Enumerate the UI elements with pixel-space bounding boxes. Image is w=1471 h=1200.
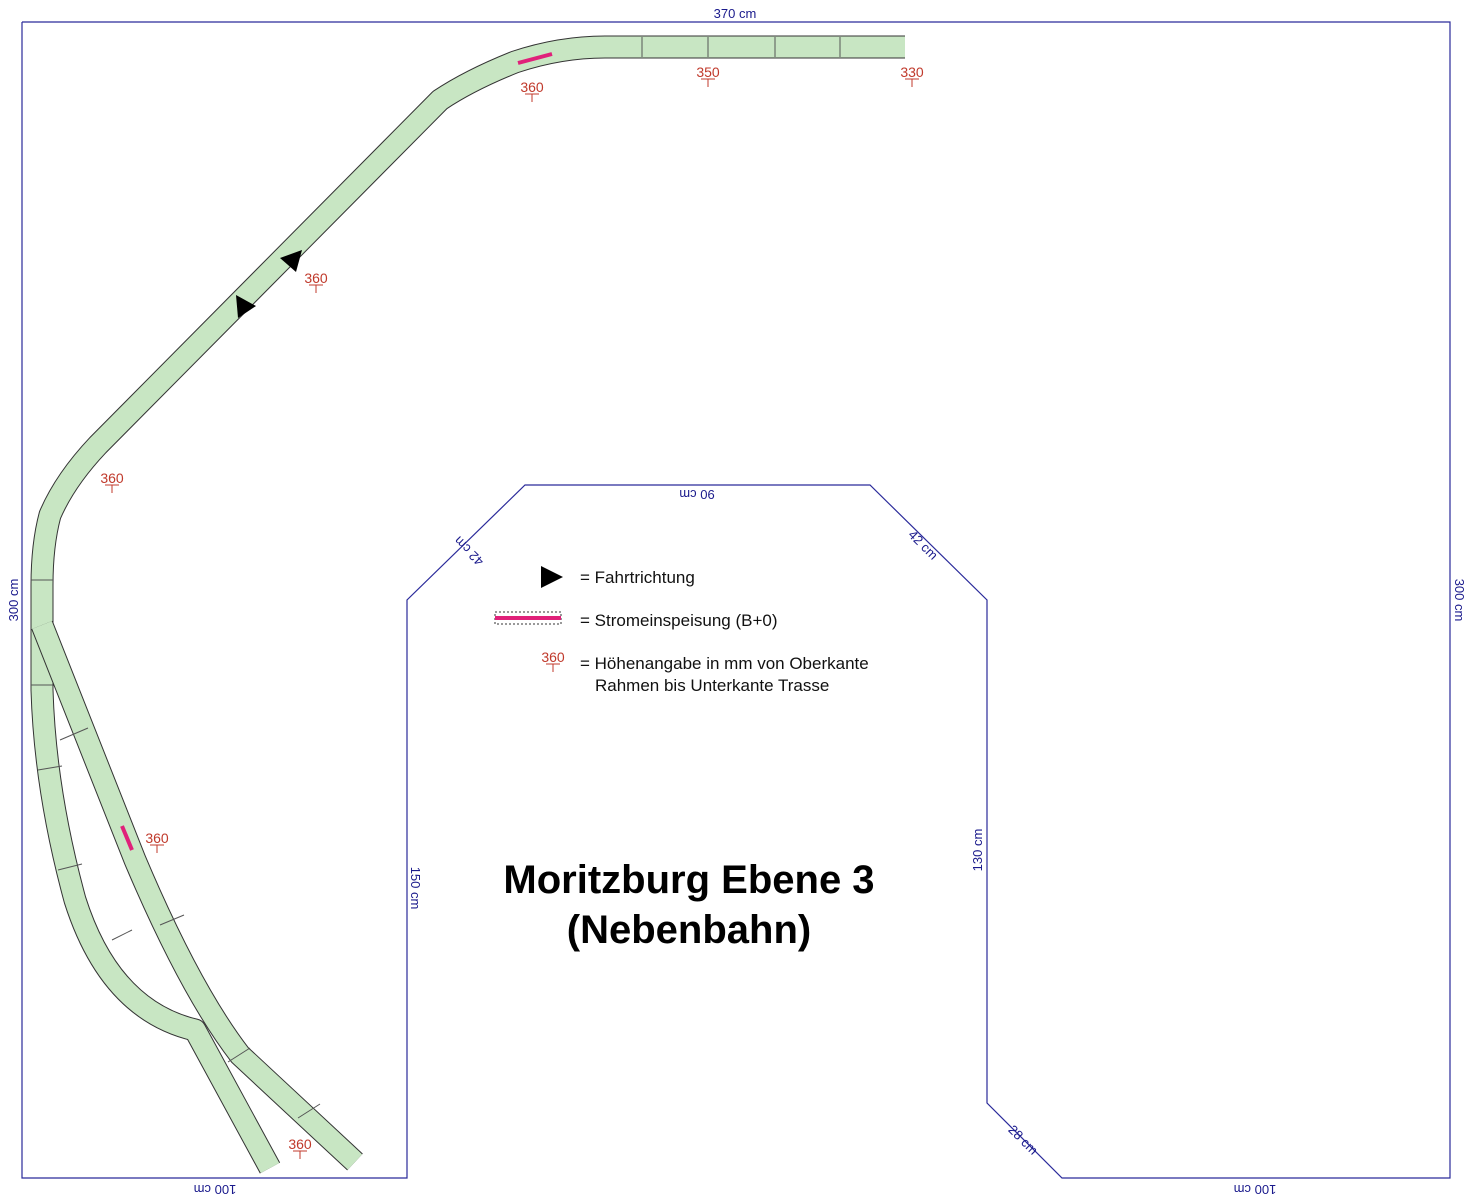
power-feed-top: [517, 52, 553, 65]
dim-inner-left: 150 cm: [408, 867, 423, 910]
power-feed-branch: [120, 825, 134, 851]
dim-bottom-right: 100 cm: [1234, 1182, 1277, 1197]
height-marker-top-end: 330: [900, 64, 924, 87]
direction-arrow-icon: [541, 566, 563, 588]
benchwork-outline: [21, 21, 1451, 1179]
legend-direction-label: = Fahrtrichtung: [580, 568, 695, 587]
title-line1: Moritzburg Ebene 3: [503, 858, 874, 902]
dim-bottom-left: 100 cm: [194, 1182, 237, 1197]
legend-height-line2: Rahmen bis Unterkante Trasse: [595, 676, 829, 695]
height-markers: 360 350 330 360 360 360 360: [100, 64, 924, 1159]
legend-height-sample: 360: [541, 649, 565, 665]
title-line2: (Nebenbahn): [567, 908, 811, 952]
height-marker-top-mid: 350: [696, 64, 720, 87]
height-marker-bottom: 360: [288, 1136, 312, 1159]
svg-text:350: 350: [696, 64, 720, 80]
svg-text:330: 330: [900, 64, 924, 80]
legend-height: 360 = Höhenangabe in mm von Oberkante Ra…: [541, 649, 868, 695]
svg-text:360: 360: [288, 1136, 312, 1152]
direction-arrow-up: [280, 250, 302, 272]
direction-arrows: [236, 250, 302, 318]
svg-text:360: 360: [304, 270, 328, 286]
plan-title: Moritzburg Ebene 3 (Nebenbahn): [503, 858, 874, 952]
height-marker-branch: 360: [145, 830, 169, 853]
svg-text:360: 360: [145, 830, 169, 846]
legend-direction: = Fahrtrichtung: [541, 566, 695, 588]
legend: = Fahrtrichtung = Stromeinspeisung (B+0)…: [494, 566, 869, 695]
dim-left: 300 cm: [6, 579, 21, 622]
track-joints: [31, 37, 841, 1119]
dim-inner-top: 90 cm: [679, 487, 714, 502]
legend-power: = Stromeinspeisung (B+0): [494, 611, 778, 630]
height-marker-left-curve: 360: [100, 470, 124, 493]
direction-arrow-down: [236, 295, 256, 318]
dim-top: 370 cm: [714, 6, 757, 21]
track-branch: [31, 620, 363, 1171]
dim-inner-diag-right: 42 cm: [905, 527, 941, 563]
dim-inner-right: 130 cm: [970, 829, 985, 872]
svg-text:360: 360: [520, 79, 544, 95]
legend-power-label: = Stromeinspeisung (B+0): [580, 611, 778, 630]
power-feed-markers: [120, 52, 553, 851]
svg-text:360: 360: [100, 470, 124, 486]
track-main: [30, 35, 905, 1174]
height-marker-top-curve: 360: [520, 79, 544, 102]
legend-height-line1: = Höhenangabe in mm von Oberkante: [580, 654, 869, 673]
dim-inner-diag-bottom: 28 cm: [1005, 1122, 1041, 1158]
height-marker-diag: 360: [304, 270, 328, 293]
dim-right: 300 cm: [1452, 579, 1467, 622]
